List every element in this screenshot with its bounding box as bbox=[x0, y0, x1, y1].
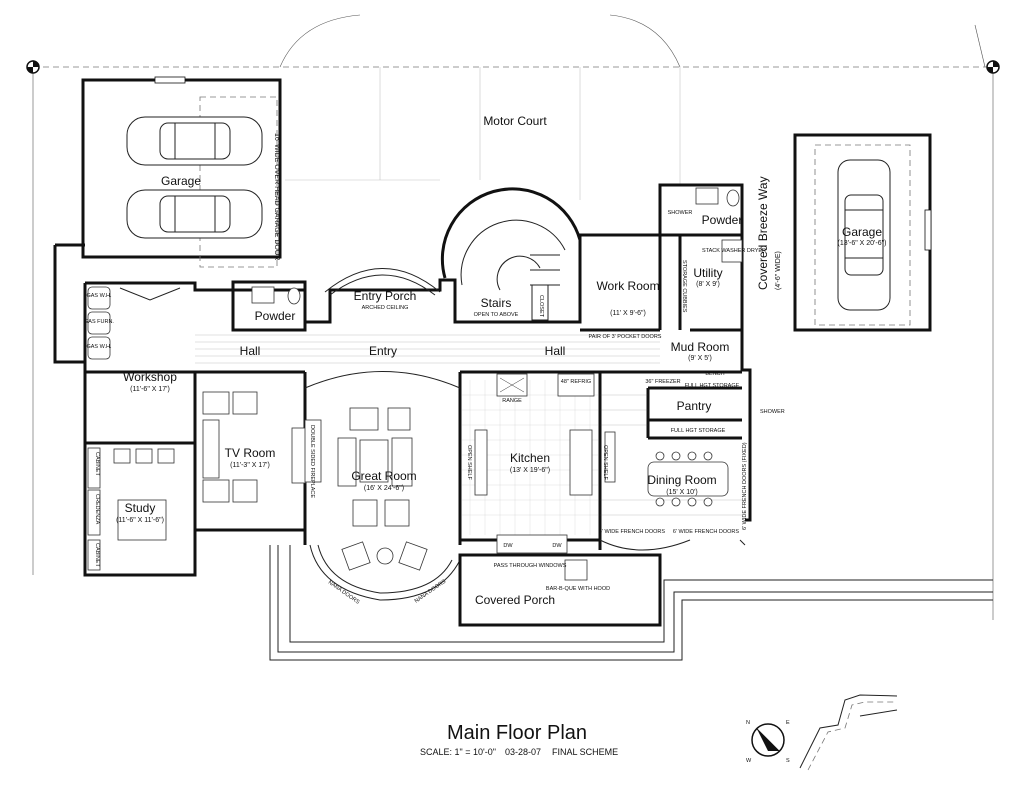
label-stairs-note: OPEN TO ABOVE bbox=[474, 312, 519, 318]
label-credenza: CREDENZA bbox=[94, 494, 100, 525]
right-garage bbox=[793, 133, 932, 332]
label-stairs: Stairs bbox=[481, 296, 512, 310]
label-utility: Utility bbox=[693, 266, 722, 280]
label-french-doors-1: 6' WIDE FRENCH DOORS bbox=[599, 529, 665, 535]
label-open-shelf-1: OPEN SHELF bbox=[466, 445, 472, 480]
label-cabinet-1: CABINET bbox=[94, 452, 100, 476]
label-closet: CLOSET bbox=[538, 295, 544, 318]
label-garage-right: Garage bbox=[842, 225, 882, 239]
label-kitchen-dim: (13' X 19'-6") bbox=[510, 467, 550, 474]
label-gas-wh-2: GAS W.H. bbox=[86, 344, 112, 350]
label-gas-wh-1: GAS W.H. bbox=[86, 293, 112, 299]
label-utility-dim: (8' X 9') bbox=[696, 281, 720, 288]
compass-n: N bbox=[746, 720, 750, 726]
label-workshop-dim: (11'-6" X 17') bbox=[130, 386, 170, 393]
label-garage-right-dim: (13'-6" X 20'-6") bbox=[838, 240, 887, 247]
label-great-room: Great Room bbox=[351, 469, 416, 483]
label-french-doors-side: 6' WIDE FRENCH DOORS (FIXED) bbox=[742, 442, 748, 530]
label-powder-left: Powder bbox=[255, 309, 296, 323]
plan-date: 03-28-07 bbox=[505, 747, 541, 757]
compass-s: S bbox=[786, 758, 790, 764]
plan-scale: SCALE: 1" = 10'-0" bbox=[420, 747, 496, 757]
label-mud-room-dim: (9' X 5') bbox=[688, 355, 712, 362]
label-range: RANGE bbox=[502, 398, 522, 404]
label-pocket-doors: PAIR OF 3' POCKET DOORS bbox=[589, 334, 662, 340]
label-entry-porch-note: ARCHED CEILING bbox=[362, 305, 409, 311]
label-dw-1: DW bbox=[503, 543, 513, 549]
study-furniture bbox=[87, 447, 175, 571]
compass-e: E bbox=[786, 720, 790, 726]
label-bench: BENCH bbox=[705, 371, 724, 377]
label-motor-court: Motor Court bbox=[483, 114, 547, 128]
label-open-shelf-2: OPEN SHELF bbox=[602, 445, 608, 480]
label-entry: Entry bbox=[369, 344, 397, 358]
label-breezeway: Covered Breeze Way bbox=[756, 176, 770, 290]
label-work-room-dim: (11' X 9'-6") bbox=[610, 310, 646, 317]
label-great-room-dim: (16' X 24'-6") bbox=[364, 485, 404, 492]
label-tv-room-dim: (11'-3" X 17') bbox=[230, 462, 270, 469]
label-pass-through: PASS THROUGH WINDOWS bbox=[494, 563, 567, 569]
porches bbox=[269, 539, 993, 661]
label-shower-top: SHOWER bbox=[668, 210, 693, 216]
label-garage-left: Garage bbox=[161, 174, 201, 188]
label-tv-room: TV Room bbox=[225, 446, 276, 460]
room-labels: Motor Court Garage Garage (13'-6" X 20'-… bbox=[84, 114, 886, 607]
label-kitchen: Kitchen bbox=[510, 451, 550, 465]
label-covered-porch: Covered Porch bbox=[475, 593, 555, 607]
label-study: Study bbox=[125, 501, 156, 515]
label-dining-room-dim: (15' X 10') bbox=[666, 489, 697, 496]
label-hall-right: Hall bbox=[545, 344, 566, 358]
label-entry-porch: Entry Porch bbox=[354, 289, 417, 303]
label-nana-doors-1: NANA DOORS bbox=[327, 580, 361, 606]
property-lines bbox=[26, 14, 1000, 620]
label-workshop: Workshop bbox=[123, 370, 177, 384]
label-dw-2: DW bbox=[552, 543, 562, 549]
garage-door-note: 16' WIDE OVER HEAD GARAGE DOOR bbox=[273, 133, 280, 260]
compass-rose-icon: N E S W bbox=[746, 720, 790, 764]
label-bbq: BAR-B-QUE WITH HOOD bbox=[546, 586, 610, 592]
tv-room-furniture bbox=[202, 391, 322, 503]
plan-title: Main Floor Plan bbox=[447, 722, 587, 744]
label-refrig: 48" REFRIG bbox=[561, 379, 591, 385]
label-gas-furn: GAS FURN. bbox=[84, 319, 114, 325]
label-study-dim: (11'-6" X 11'-6") bbox=[116, 517, 164, 524]
hall-flooring bbox=[195, 334, 742, 516]
plan-scheme: FINAL SCHEME bbox=[552, 747, 618, 757]
label-shower-side: SHOWER bbox=[760, 409, 785, 415]
kitchen-fixtures bbox=[474, 373, 595, 581]
label-pantry: Pantry bbox=[677, 399, 712, 413]
label-hall-left: Hall bbox=[240, 344, 261, 358]
label-mud-room: Mud Room bbox=[671, 340, 730, 354]
label-breezeway-dim: (4'-6" WIDE) bbox=[775, 251, 782, 290]
label-work-room: Work Room bbox=[596, 279, 659, 293]
label-dining-room: Dining Room bbox=[647, 473, 716, 487]
label-cabinet-2: CABINET bbox=[94, 543, 100, 567]
label-powder-right: Powder bbox=[702, 213, 743, 227]
label-french-doors-2: 6' WIDE FRENCH DOORS bbox=[673, 529, 739, 535]
car-2 bbox=[126, 189, 263, 239]
left-garage: 16' WIDE OVER HEAD GARAGE DOOR bbox=[81, 76, 282, 268]
compass-w: W bbox=[746, 758, 752, 764]
great-room-furniture bbox=[304, 371, 461, 601]
label-full-storage-2: FULL HGT STORAGE bbox=[671, 428, 726, 434]
label-double-fireplace: DOUBLE SIDED FIREPLACE bbox=[309, 425, 315, 498]
label-stack-washer: STACK WASHER DRYER bbox=[702, 248, 766, 254]
key-plan-icon bbox=[799, 694, 898, 771]
car-1 bbox=[126, 116, 263, 166]
label-full-storage-1: FULL HGT STORAGE bbox=[685, 383, 740, 389]
label-freezer: 36" FREEZER bbox=[645, 379, 680, 385]
title-block: Main Floor Plan SCALE: 1" = 10'-0" 03-28… bbox=[420, 722, 618, 757]
powder-fixtures bbox=[251, 187, 743, 305]
label-storage-cubbies: STORAGE CUBBIES bbox=[681, 260, 687, 313]
dining-furniture bbox=[604, 431, 729, 507]
workshop-equipment bbox=[87, 286, 181, 360]
